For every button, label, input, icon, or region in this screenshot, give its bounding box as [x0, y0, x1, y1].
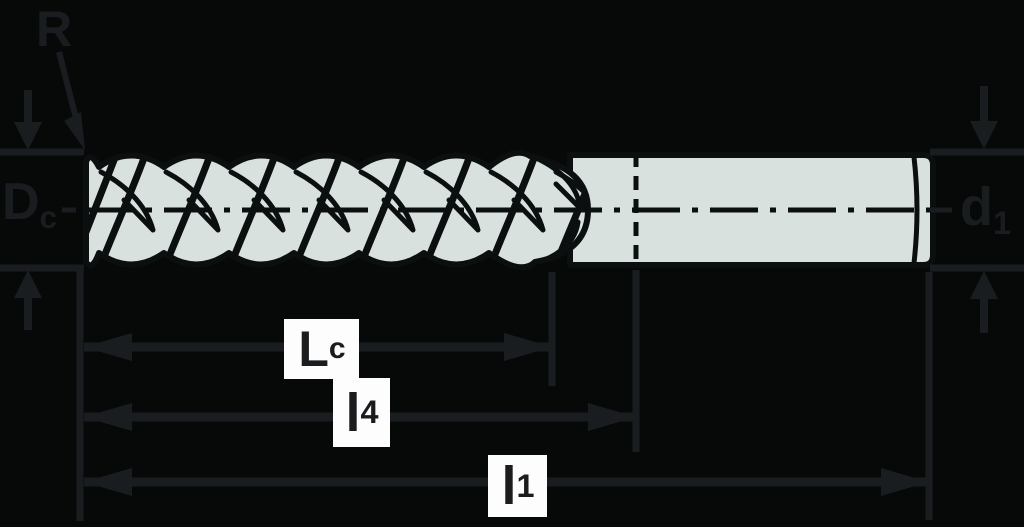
label-lc-main: L — [298, 321, 329, 377]
label-cutting-diameter-dc: Dc — [2, 173, 57, 235]
label-d1-sub: 1 — [993, 205, 1011, 242]
dimensions — [0, 51, 1024, 521]
label-r-text: R — [36, 1, 72, 57]
label-d1-main: d — [960, 177, 993, 237]
label-l1-sub: 1 — [516, 467, 535, 504]
label-l1-main: l — [501, 456, 516, 516]
label-l4-sub: 4 — [360, 394, 379, 431]
label-dc-sub: c — [39, 199, 57, 235]
shank-chamfer-line — [911, 156, 920, 264]
label-lc-sub: c — [328, 332, 346, 365]
dc-dimension — [0, 90, 84, 330]
d1-dimension — [930, 86, 1024, 333]
label-corner-radius-r: R — [36, 1, 72, 57]
r-leader-arrow — [56, 51, 85, 150]
label-dc-main: D — [2, 173, 40, 231]
label-shank-diameter-d1: d1 — [960, 177, 1011, 242]
label-l4-main: l — [345, 382, 360, 443]
